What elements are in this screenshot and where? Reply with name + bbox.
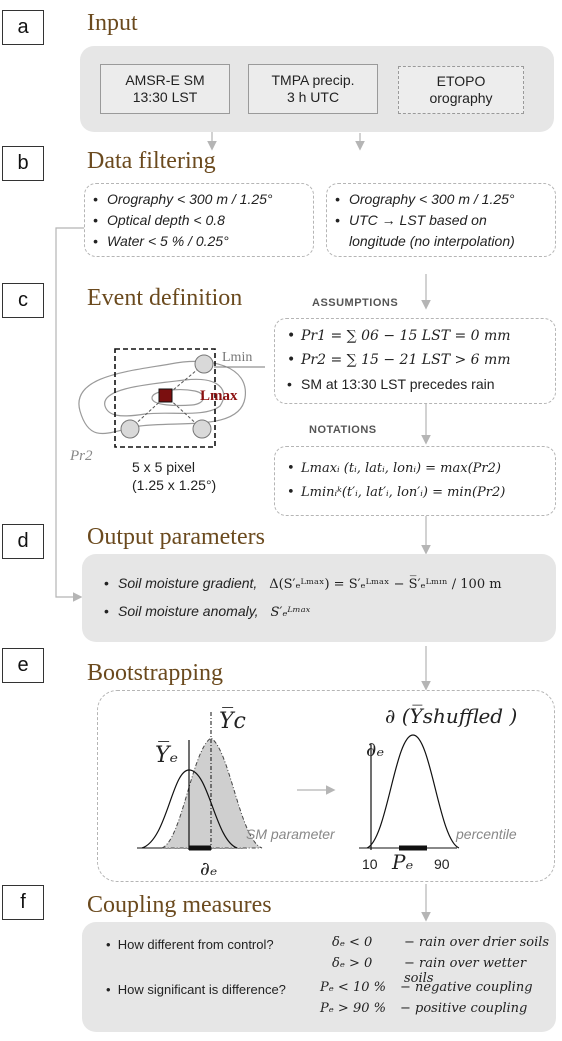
lmax-label: Lmax	[200, 388, 238, 404]
sm-parameter-label: SM parameter	[246, 826, 335, 842]
grid-caption-line1: 5 x 5 pixel	[132, 459, 196, 475]
coupling-q2-text: How significant is difference?	[117, 982, 286, 997]
section-letter-f: f	[2, 885, 44, 920]
coupling-c1a: δₑ < 0	[332, 935, 373, 950]
coupling-c2a: Pₑ < 10 %	[320, 980, 386, 995]
ye-label: Y̅ₑ	[155, 743, 179, 768]
notations-box: Lmaxᵢ (tᵢ, latᵢ, lonᵢ) = max(Pr2) Lminᵢᵏ…	[274, 446, 556, 516]
etopo-input-box: ETOPO orography	[398, 66, 524, 114]
section-title-filtering: Data filtering	[87, 148, 216, 174]
grid-caption-line2: (1.25 x 1.25°)	[132, 477, 217, 493]
notations-heading: NOTATIONS	[309, 424, 377, 436]
coupling-r2a: − negative coupling	[400, 980, 533, 995]
etopo-line1: ETOPO	[436, 73, 486, 89]
amsr-line2: 13:30 LST	[132, 89, 198, 105]
assumptions-heading: ASSUMPTIONS	[312, 297, 399, 309]
percentile-label: percentile	[456, 826, 517, 842]
section-letter-b: b	[2, 146, 44, 181]
assumption-sm: SM at 13:30 LST precedes rain	[287, 372, 511, 396]
notation-lmin: Lminᵢᵏ(t′ᵢ, lat′ᵢ, lon′ᵢ) = min(Pr2)	[287, 481, 505, 505]
etopo-line2: orography	[429, 90, 493, 106]
section-title-event: Event definition	[87, 285, 243, 311]
section-letter-e: e	[2, 648, 44, 683]
notations-list: Lmaxᵢ (tᵢ, latᵢ, lonᵢ) = max(Pr2) Lminᵢᵏ…	[287, 457, 505, 505]
coupling-r1a: − rain over drier soils	[404, 935, 550, 950]
pr2-label: Pr2	[70, 448, 93, 464]
output-list: Soil moisture gradient, Δ(S′ₑᴸᵐᵃˣ) = S′ₑ…	[104, 570, 502, 626]
filter-left-list: Orography < 300 m / 1.25° Optical depth …	[93, 189, 273, 252]
filter-left-item: Optical depth < 0.8	[93, 210, 273, 231]
p90-label: 90	[434, 856, 450, 872]
output-item-anomaly: Soil moisture anomaly, S′ₑᴸᵐᵃˣ	[104, 598, 502, 626]
section-title-input: Input	[87, 10, 138, 36]
filter-left-item: Water < 5 % / 0.25°	[93, 231, 273, 252]
coupling-q1: • How different from control?	[106, 937, 274, 952]
coupling-r2b: − positive coupling	[400, 1001, 528, 1016]
yc-label: Y̅c	[219, 709, 246, 734]
amsr-input-box: AMSR-E SM 13:30 LST	[100, 64, 230, 114]
event-grid-diagram	[78, 348, 265, 448]
filter-left-box: Orography < 300 m / 1.25° Optical depth …	[84, 183, 314, 257]
coupling-q1-text: How different from control?	[117, 937, 274, 952]
filter-right-item-cont: longitude (no interpolation)	[335, 231, 515, 252]
filter-right-box: Orography < 300 m / 1.25° UTC → LST base…	[326, 183, 556, 257]
pe-label: Pₑ	[392, 850, 414, 874]
assumption-pr1: Pr1 = ∑ 06 − 15 LST = 0 mm	[287, 324, 511, 348]
filter-right-item: UTC → LST based on	[335, 210, 515, 231]
de-right-label: ∂ₑ	[366, 737, 385, 761]
output-panel: Soil moisture gradient, Δ(S′ₑᴸᵐᵃˣ) = S′ₑ…	[82, 554, 556, 642]
shuffled-label: ∂ (Y̅shuffled )	[385, 704, 518, 728]
tmpa-line2: 3 h UTC	[286, 89, 340, 105]
anomaly-label: Soil moisture anomaly,	[118, 603, 259, 619]
de-bottom-label: ∂ₑ	[200, 858, 218, 880]
bootstrap-diagram	[137, 712, 460, 851]
coupling-r1b: − rain over wetter soils	[404, 956, 527, 986]
p10-label: 10	[362, 856, 378, 872]
tmpa-line1: TMPA precip.	[271, 72, 355, 88]
filter-left-item: Orography < 300 m / 1.25°	[93, 189, 273, 210]
assumptions-list: Pr1 = ∑ 06 − 15 LST = 0 mm Pr2 = ∑ 15 − …	[287, 324, 511, 396]
section-letter-a: a	[2, 10, 44, 45]
notation-lmax: Lmaxᵢ (tᵢ, latᵢ, lonᵢ) = max(Pr2)	[287, 457, 505, 481]
lmin-label: Lmin	[222, 350, 253, 365]
filter-right-item-cont-text: longitude (no interpolation)	[349, 233, 515, 249]
tmpa-input-box: TMPA precip. 3 h UTC	[248, 64, 378, 114]
coupling-panel: • How different from control? δₑ < 0 − r…	[82, 922, 556, 1032]
coupling-c2b: Pₑ > 90 %	[320, 1001, 386, 1016]
output-item-gradient: Soil moisture gradient, Δ(S′ₑᴸᵐᵃˣ) = S′ₑ…	[104, 570, 502, 598]
section-letter-d: d	[2, 524, 44, 559]
assumptions-box: Pr1 = ∑ 06 − 15 LST = 0 mm Pr2 = ∑ 15 − …	[274, 318, 556, 404]
section-letter-c: c	[2, 283, 44, 318]
amsr-line1: AMSR-E SM	[125, 72, 205, 88]
gradient-label: Soil moisture gradient,	[118, 575, 258, 591]
filter-right-item: Orography < 300 m / 1.25°	[335, 189, 515, 210]
section-title-bootstrap: Bootstrapping	[87, 660, 223, 686]
gradient-formula: Δ(S′ₑᴸᵐᵃˣ) = S′ₑᴸᵐᵃˣ − S̅′ₑᴸᵐᶦⁿ / 100 m	[269, 577, 502, 592]
section-title-output: Output parameters	[87, 524, 265, 550]
anomaly-formula: S′ₑᴸᵐᵃˣ	[270, 605, 311, 620]
section-title-coupling: Coupling measures	[87, 892, 272, 918]
assumption-pr2: Pr2 = ∑ 15 − 21 LST > 6 mm	[287, 348, 511, 372]
coupling-c1b: δₑ > 0	[332, 956, 373, 971]
coupling-q2: • How significant is difference?	[106, 982, 286, 997]
filter-right-list: Orography < 300 m / 1.25° UTC → LST base…	[335, 189, 515, 252]
grid-caption: 5 x 5 pixel (1.25 x 1.25°)	[132, 458, 216, 494]
